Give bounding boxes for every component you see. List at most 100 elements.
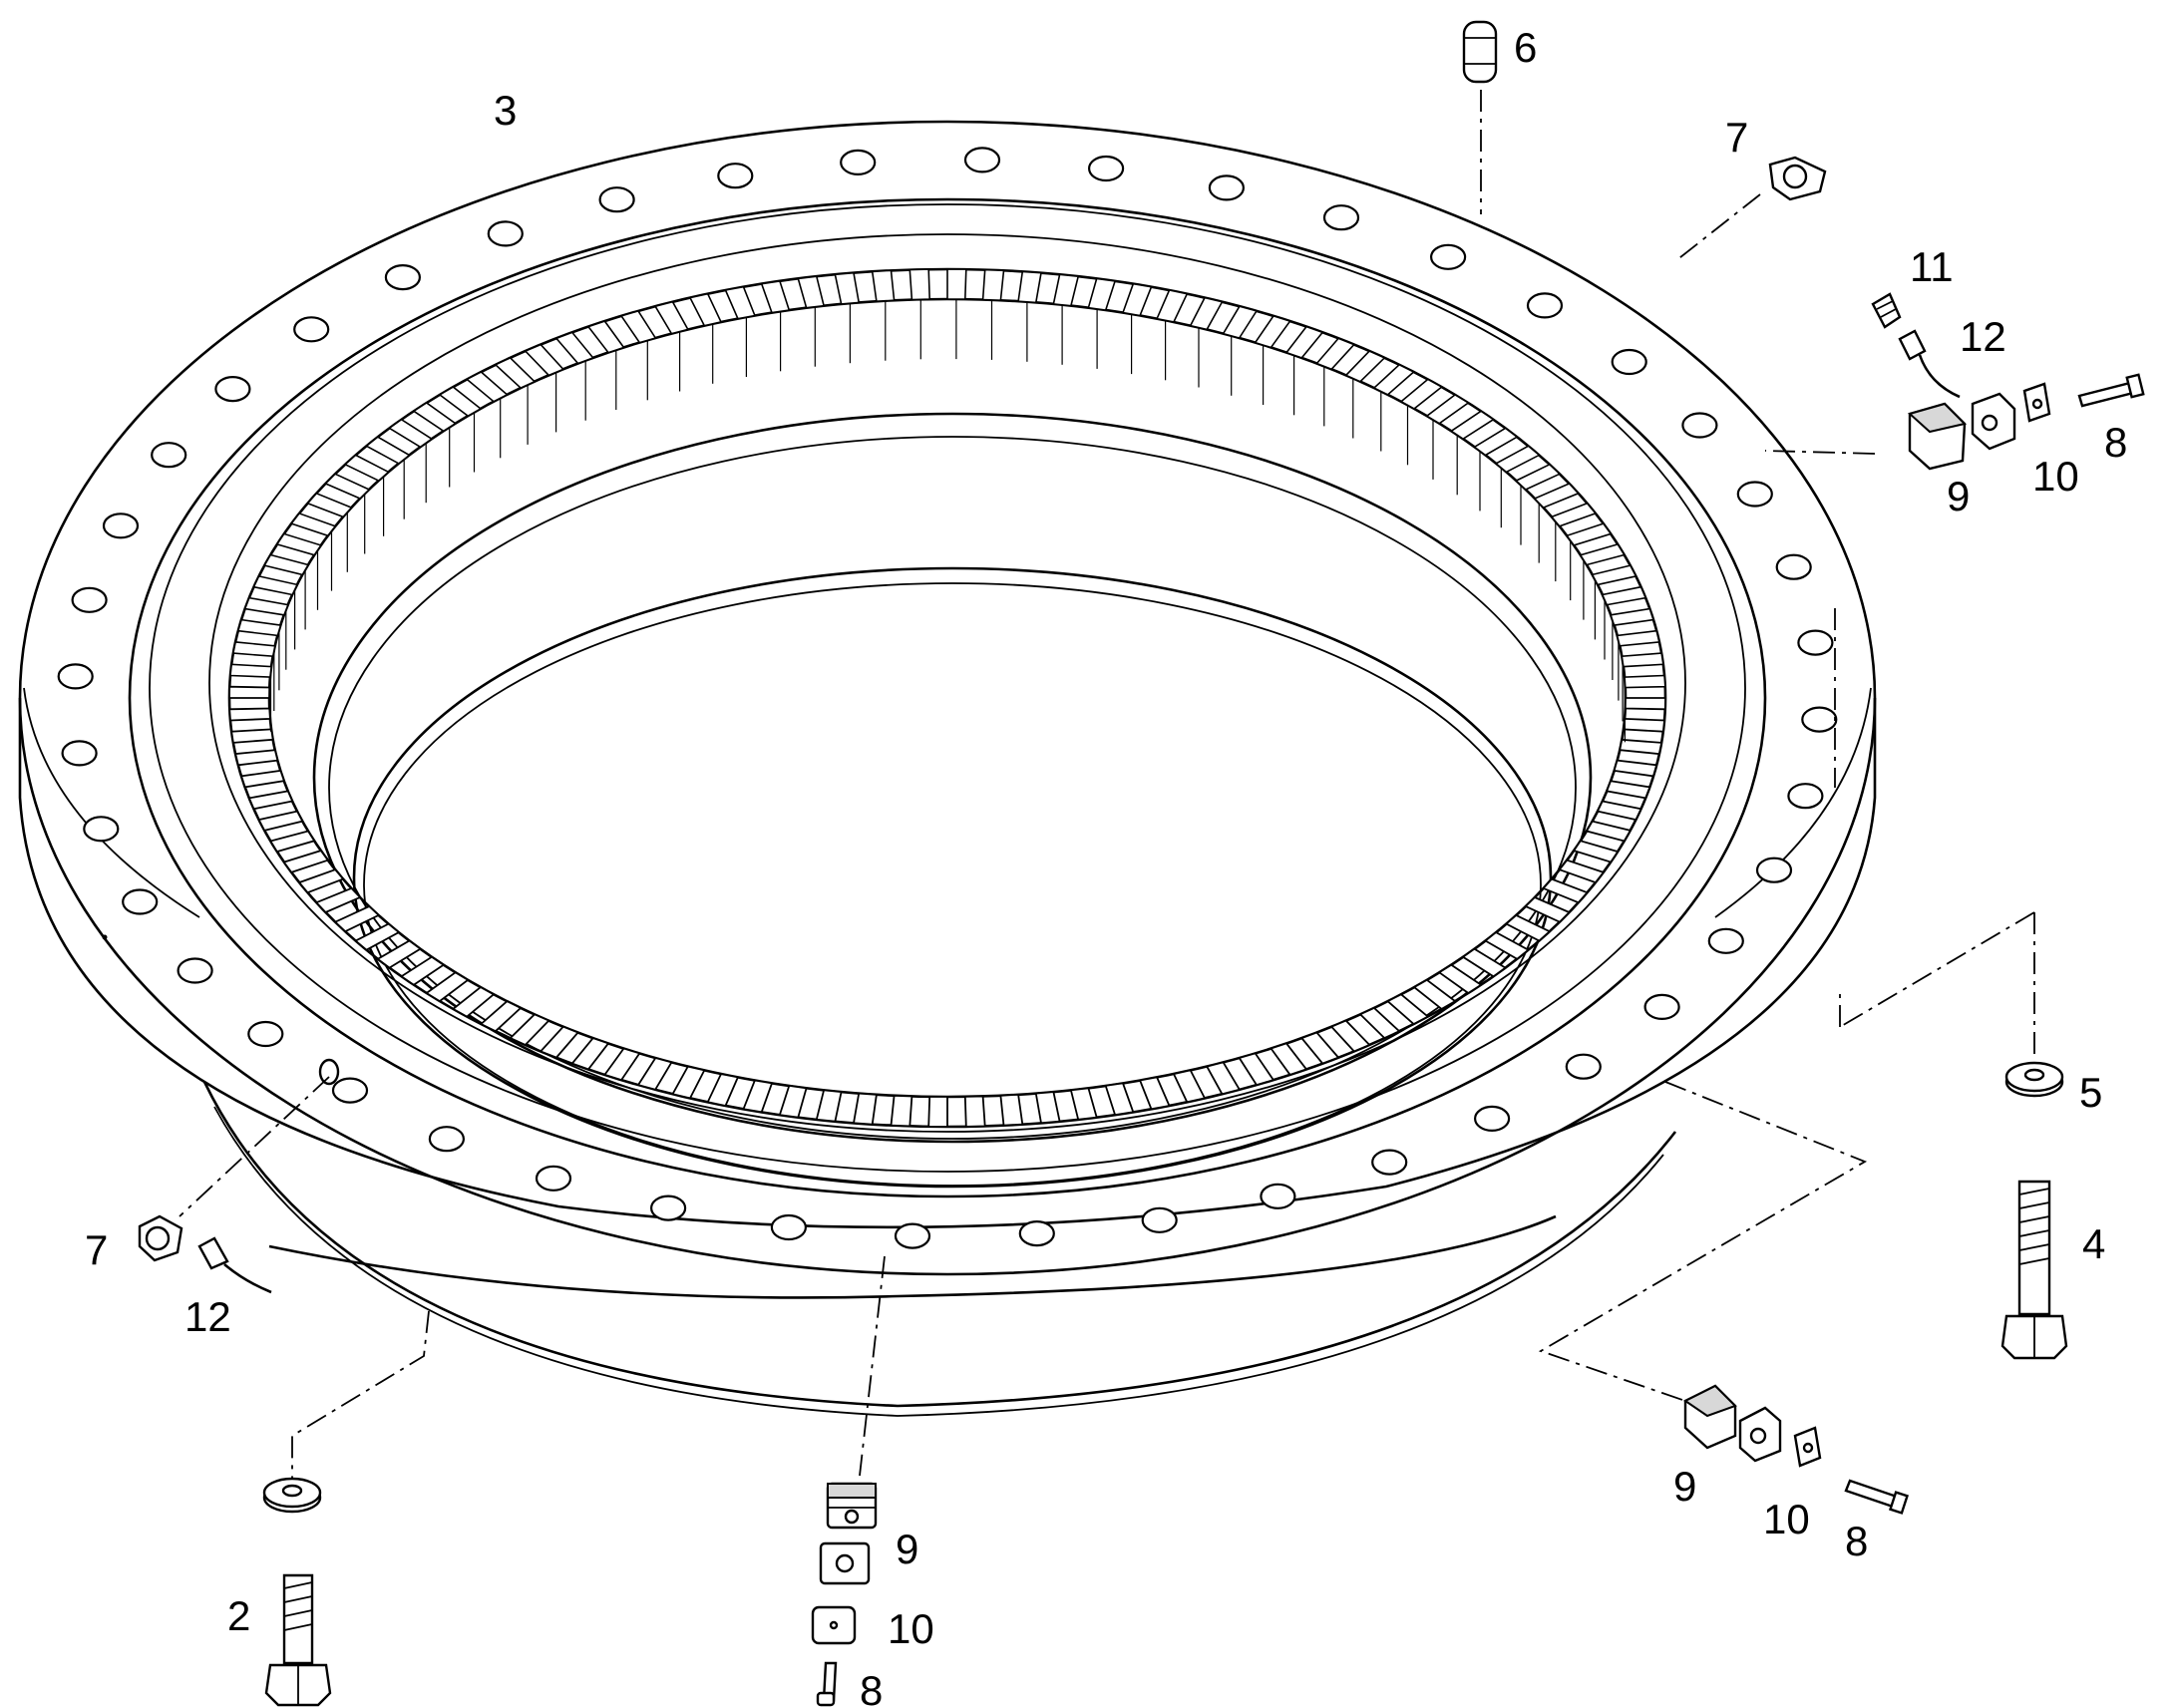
gear-tooth [1613, 759, 1658, 778]
callout-10-top: 10 [2032, 453, 2079, 500]
gear-tooth [871, 269, 896, 303]
bolt-hole [428, 1126, 465, 1153]
gear-tooth [1121, 282, 1153, 317]
gear-tooth [1425, 393, 1470, 425]
spring-part-11 [1871, 292, 1902, 329]
callout-9-bottom: 9 [896, 1526, 918, 1572]
gear-tooth [797, 275, 826, 309]
bolt-hole [1141, 1206, 1178, 1233]
gear-tooth [257, 810, 304, 832]
gear-tooth [927, 1095, 948, 1128]
gear-tooth [1284, 325, 1324, 359]
gear-tooth [1461, 947, 1508, 978]
gear-tooth [1205, 1061, 1242, 1096]
gear-tooth [234, 749, 279, 767]
gear-tooth [465, 371, 509, 403]
gear-tooth [1412, 978, 1457, 1010]
bolt-hole [840, 149, 877, 175]
gear-teeth [228, 268, 1666, 1128]
bolt-hole [1787, 783, 1824, 810]
bolt-hole [384, 264, 421, 291]
bolt-hole [649, 1195, 687, 1221]
gear-tooth [247, 790, 294, 811]
gear-tooth [1315, 337, 1356, 371]
bolt-hole [1801, 706, 1838, 733]
gear-tooth [963, 1095, 986, 1128]
bolt-hole [293, 316, 330, 343]
gear-tooth [1087, 277, 1117, 311]
callout-8-bottom: 8 [860, 1667, 883, 1708]
gear-tooth [1624, 697, 1666, 711]
gear-tooth [1585, 820, 1633, 843]
gear-tooth [282, 850, 330, 873]
bolt-hole [122, 888, 159, 915]
gear-tooth [1533, 483, 1581, 510]
gear-tooth [981, 268, 1005, 302]
gear-tooth [333, 904, 381, 933]
callout-8-top: 8 [2104, 419, 2127, 466]
bolt-part-4 [2000, 1180, 2068, 1360]
gear-tooth [412, 402, 458, 433]
gear-tooth [1437, 963, 1483, 995]
gear-tooth [1494, 445, 1541, 474]
gear-tooth [324, 473, 371, 500]
grease-port [318, 1058, 340, 1086]
gear-tooth [438, 386, 483, 418]
gear-tooth [570, 1037, 610, 1071]
bolt-hole [717, 163, 754, 189]
bolt-hole [83, 816, 120, 843]
callout-11: 11 [1910, 243, 1954, 290]
gear-tooth [1473, 427, 1519, 457]
gear-tooth [1504, 913, 1552, 942]
gear-tooth [1596, 800, 1642, 822]
gear-tooth [1238, 1052, 1275, 1087]
gear-tooth [1514, 463, 1562, 491]
gear-tooth [268, 830, 316, 854]
tube-part-12-top [1898, 329, 1961, 399]
bolt-hole [331, 1077, 369, 1104]
gear-tooth [388, 418, 434, 449]
gear-tooth [1138, 1076, 1171, 1111]
gear-tooth [671, 1065, 706, 1100]
bolt-hole [963, 147, 1001, 173]
gear-tooth [297, 868, 345, 894]
callout-12-top: 12 [1960, 313, 2006, 360]
callout-10-right: 10 [1763, 1496, 1810, 1542]
gear-tooth [1172, 1069, 1207, 1104]
gear-tooth [1591, 564, 1637, 586]
bolt-hole [1797, 629, 1834, 656]
gear-tooth [1386, 993, 1430, 1026]
gear-tooth [1299, 1031, 1340, 1065]
gear-tooth [1624, 674, 1666, 689]
gear-tooth [1558, 858, 1606, 884]
gear-tooth [1069, 1087, 1098, 1121]
gear-tooth [1358, 1006, 1401, 1040]
gear-tooth [252, 574, 299, 596]
gear-tooth [399, 955, 446, 986]
gear-tooth [236, 618, 282, 637]
bolt-hole [1322, 204, 1360, 231]
bolt-hole [1473, 1105, 1511, 1133]
gear-tooth [688, 292, 723, 327]
bolt-hole [535, 1165, 572, 1192]
gear-tooth [524, 343, 565, 377]
clamp-set-bottom-right [1683, 1384, 1909, 1515]
bolt-hole [1643, 993, 1680, 1021]
gear-tooth [834, 271, 861, 305]
bolt-hole [102, 512, 140, 539]
gear-tooth [706, 1073, 740, 1108]
gear-tooth [509, 1013, 550, 1046]
bolt-hole [1260, 1183, 1296, 1209]
bolt-hole [1565, 1053, 1602, 1080]
gear-tooth [1399, 378, 1444, 410]
gear-tooth [602, 1047, 641, 1082]
callout-9-top: 9 [1947, 473, 1970, 519]
gear-tooth [1542, 877, 1590, 904]
gear-tooth [262, 553, 310, 576]
gear-tooth [852, 1092, 878, 1126]
bolt-hole [247, 1020, 284, 1048]
gear-tooth [425, 971, 470, 1003]
gear-tooth [1565, 522, 1613, 546]
pin-part-6 [1462, 20, 1498, 84]
